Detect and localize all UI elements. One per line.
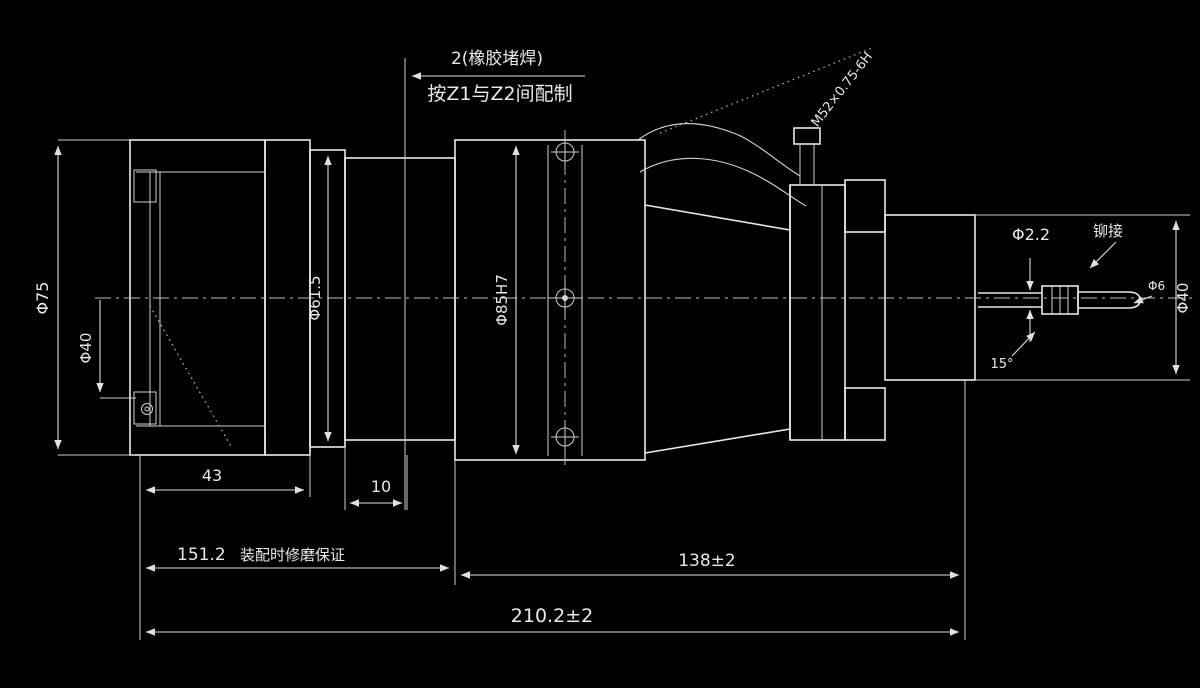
target-symbol-center xyxy=(548,281,582,315)
dim-138: 138±2 xyxy=(678,551,736,571)
dim-10: 10 xyxy=(371,477,391,496)
dim-phi6: Φ6 xyxy=(1148,279,1165,293)
dim-210-2: 210.2±2 xyxy=(511,605,593,627)
top-note-lower: 按Z1与Z2间配制 xyxy=(427,83,572,105)
dim-43: 43 xyxy=(202,466,222,485)
top-note-upper: 2(橡胶堵焊) xyxy=(451,49,543,69)
dim-phi40-left: Φ40 xyxy=(77,333,95,364)
length-dimensions: 43 10 151.2 装配时修磨保证 138±2 210.2±2 xyxy=(139,380,966,640)
rivet-note: 铆接 xyxy=(1093,222,1123,240)
dim-phi61-5: Φ61.5 xyxy=(306,275,324,320)
diameter-dimensions: Φ75 Φ40 Φ61.5 Φ85H7 Φ40 xyxy=(33,139,1192,456)
datum-target-symbols xyxy=(141,138,582,451)
target-symbol-bottom xyxy=(551,423,579,451)
dim-phi2-2: Φ2.2 xyxy=(1012,225,1050,244)
dim-phi85: Φ85H7 xyxy=(493,274,511,326)
right-detail-view: Φ2.2 铆接 Φ6 15° xyxy=(978,222,1165,372)
part-outline xyxy=(129,127,976,461)
freehand-break-curves xyxy=(149,47,873,449)
dim-phi40-right: Φ40 xyxy=(1174,283,1192,314)
dim-151-2: 151.2 xyxy=(177,545,226,565)
target-symbol-top xyxy=(551,138,579,166)
dim-151-2-note: 装配时修磨保证 xyxy=(240,546,345,564)
small-double-circle xyxy=(141,403,153,415)
top-note: 2(橡胶堵焊) 按Z1与Z2间配制 xyxy=(404,49,585,510)
dim-phi75: Φ75 xyxy=(33,282,52,315)
angle-note: 15° xyxy=(990,357,1013,372)
